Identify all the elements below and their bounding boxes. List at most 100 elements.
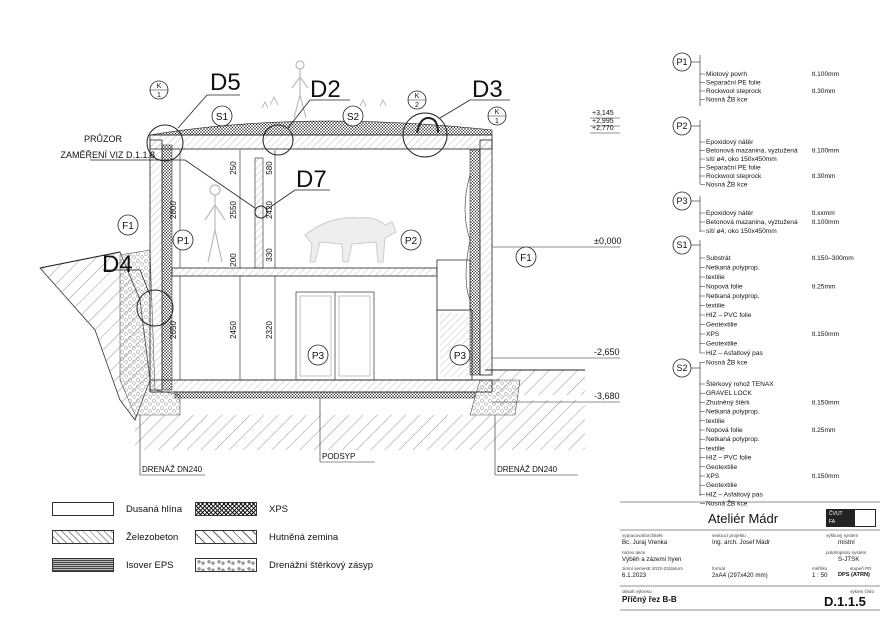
layer-row-thickness: tl.xxmm bbox=[812, 210, 835, 217]
legend-swatch-xps bbox=[195, 502, 257, 516]
legend-label: Dusaná hlína bbox=[126, 503, 182, 515]
label-format: formát bbox=[712, 566, 726, 571]
dimension-upper: 2420 bbox=[265, 201, 274, 219]
legend-label: Drenážní štěrkový zásyp bbox=[269, 559, 374, 571]
layer-row-thickness: tl.150mm bbox=[812, 473, 840, 480]
tag-p3: P3 bbox=[454, 351, 467, 362]
cut-ref-bottom: 2 bbox=[415, 102, 419, 109]
dimension-upper: 250 bbox=[229, 161, 238, 175]
detail-circles bbox=[136, 112, 448, 327]
architect-value: Bc. Juraj Vrenka bbox=[622, 539, 668, 546]
title-block-frame bbox=[620, 501, 880, 611]
detail-mark-d5: D5 bbox=[210, 69, 241, 96]
dimension-lower: 2650 bbox=[169, 321, 178, 339]
layer-row-thickness: tl.150mm bbox=[812, 399, 840, 406]
legend-item-drenazni: Drenážní štěrkový zásyp bbox=[195, 558, 373, 572]
level-lines bbox=[492, 117, 620, 403]
cut-ref-bottom: 1 bbox=[495, 118, 499, 125]
logo-text-fa: FA bbox=[829, 519, 836, 525]
legend-item-dusana: Dusaná hlína bbox=[52, 502, 182, 516]
level-4: -2,650 bbox=[594, 347, 620, 357]
detail-mark-d7: D7 bbox=[296, 166, 327, 193]
layer-row-thickness: tl.150–300mm bbox=[812, 255, 854, 262]
layer-row-name: textilie bbox=[706, 303, 725, 310]
layer-row-name: Nopová folie bbox=[706, 427, 743, 434]
stage-value: DPS (ATRN) bbox=[838, 572, 870, 578]
tag-p2: P2 bbox=[405, 236, 418, 247]
roof-vegetation bbox=[261, 96, 387, 109]
layer-tag-p3: P3 bbox=[676, 196, 687, 206]
layer-row-name: Zhutněný štěrk bbox=[706, 399, 750, 406]
detail-mark-d2: D2 bbox=[310, 76, 341, 103]
layer-row-name: Nosná ŽB kce bbox=[706, 95, 748, 104]
label-architect: vypracoval/architekt bbox=[622, 533, 663, 538]
legend-item-hutnena: Hutněná zemina bbox=[195, 530, 338, 544]
label-scale: měřítko bbox=[812, 566, 828, 571]
legend-swatch-hutnena bbox=[195, 530, 257, 544]
layer-row-name: Nosná ŽB kce bbox=[706, 499, 748, 508]
legend-label: Železobeton bbox=[126, 531, 179, 543]
cut-ref-top: K bbox=[157, 83, 162, 90]
label-height-system: výškový systém bbox=[826, 533, 859, 538]
layer-row-name: HIZ – PVC folie bbox=[706, 312, 752, 319]
layer-row-name: Netkaná polyprop. bbox=[706, 436, 760, 443]
layer-row-name: Nopová folie bbox=[706, 284, 743, 291]
studio-name: Ateliér Mádr bbox=[708, 511, 779, 526]
cut-ref-top: K bbox=[415, 93, 420, 100]
note-pruzor: PRŮZOR bbox=[84, 133, 123, 144]
tag-f1: F1 bbox=[520, 253, 532, 264]
layer-row-name: Substrát bbox=[706, 255, 731, 262]
tag-f1: F1 bbox=[122, 221, 134, 232]
legend-swatch-drenazni bbox=[195, 558, 257, 572]
layer-row-thickness: tl.25mm bbox=[812, 427, 836, 434]
detail-mark-d4: D4 bbox=[102, 251, 133, 278]
layer-row-name: HIZ – PVC folie bbox=[706, 455, 752, 462]
layer-row-thickness: tl.30mm bbox=[812, 173, 836, 180]
legend-label: Hutněná zemina bbox=[269, 531, 339, 543]
legend-label: Isover EPS bbox=[126, 559, 174, 571]
dimension-upper: 200 bbox=[229, 253, 238, 267]
tag-s2: S2 bbox=[347, 112, 360, 123]
layer-row-name: Netkaná polyprop. bbox=[706, 265, 760, 272]
layer-row-name: Nosná ŽB kce bbox=[706, 358, 748, 367]
legend-swatch-zb bbox=[52, 530, 114, 544]
level-5: -3,680 bbox=[594, 391, 620, 401]
tag-s1: S1 bbox=[216, 112, 229, 123]
layer-row-name: Betonová mazanina, vyztužená bbox=[706, 219, 798, 226]
cvut-logo-icon: ČVUT FA bbox=[826, 509, 854, 527]
layer-tag-s1: S1 bbox=[676, 240, 687, 250]
layer-row-name: sítí ø4, oko 150x450mm bbox=[706, 156, 777, 163]
detail-leaders bbox=[90, 94, 510, 296]
label-action: název akce bbox=[622, 550, 646, 555]
layer-row-name: Štěrkový rohož TENAX bbox=[706, 379, 774, 388]
legend-item-zb: Železobeton bbox=[52, 530, 178, 544]
layer-row-thickness: tl.30mm bbox=[812, 88, 836, 95]
layer-row-name: Separační PE folie bbox=[706, 80, 761, 87]
layer-row-name: Netkaná polyprop. bbox=[706, 409, 760, 416]
date-value: 6.1.2023 bbox=[622, 572, 647, 579]
layer-row-thickness: tl.100mm bbox=[812, 148, 840, 155]
hyena-figure-icon bbox=[304, 217, 397, 263]
layer-row-name: XPS bbox=[706, 331, 720, 338]
layer-tag-p2: P2 bbox=[676, 121, 687, 131]
sheet-number: D.1.1.5 bbox=[824, 594, 866, 609]
layer-row-name: Geotextilie bbox=[706, 341, 737, 348]
human-figure-icon bbox=[204, 184, 226, 263]
tag-circles bbox=[117, 80, 537, 366]
dimension-upper: 2550 bbox=[229, 201, 238, 219]
layer-row-name: GRAVEL LOCK bbox=[706, 390, 752, 397]
layer-row-name: textilie bbox=[706, 274, 725, 281]
faculty-logo-icon bbox=[854, 509, 876, 527]
layer-tag-s2: S2 bbox=[676, 363, 687, 373]
legend-item-xps: XPS bbox=[195, 502, 288, 516]
level-1: +2,995 bbox=[592, 118, 614, 125]
height-system-value: místní bbox=[838, 539, 855, 546]
layer-tag-circles bbox=[672, 52, 692, 378]
layer-row-name: textilie bbox=[706, 445, 725, 452]
cut-ref-bottom: 1 bbox=[157, 92, 161, 99]
layer-row-name: XPS bbox=[706, 473, 720, 480]
level-3: ±0,000 bbox=[594, 236, 621, 246]
dimension-lower: 2320 bbox=[265, 321, 274, 339]
layer-row-name: Separační PE folie bbox=[706, 165, 761, 172]
